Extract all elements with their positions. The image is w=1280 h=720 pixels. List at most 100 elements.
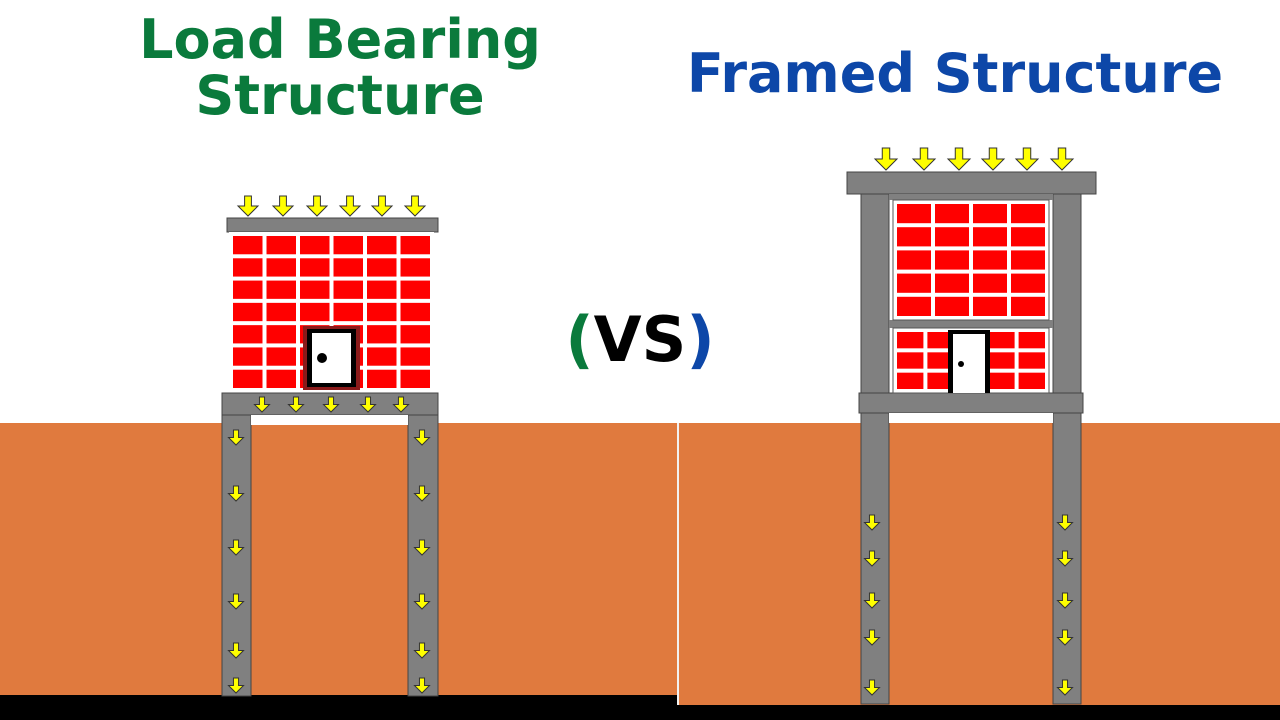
brick (1011, 204, 1045, 224)
ground-divider (677, 423, 679, 705)
down-arrow-icon (980, 147, 1006, 171)
down-arrow-icon (322, 396, 340, 413)
brick (233, 280, 263, 299)
brick (935, 273, 969, 293)
brick (1011, 227, 1045, 247)
down-arrow-icon (392, 396, 410, 413)
title-framed: Framed Structure (686, 42, 1224, 105)
brick (266, 369, 296, 388)
brick (927, 352, 954, 369)
down-arrow-icon (1056, 550, 1074, 567)
brick (935, 227, 969, 247)
down-arrow-icon (227, 539, 245, 556)
down-arrow-icon (227, 642, 245, 659)
brick (233, 325, 263, 344)
brick (897, 332, 924, 349)
brick (233, 258, 263, 277)
down-arrow-icon (946, 147, 972, 171)
brick (1011, 296, 1045, 316)
brick (233, 302, 263, 322)
brick (400, 369, 430, 388)
down-arrow-icon (338, 195, 362, 217)
brick (973, 273, 1007, 293)
column-left (860, 193, 890, 705)
brick (897, 352, 924, 369)
brick (367, 302, 397, 322)
brick (333, 258, 363, 277)
column-right (1052, 193, 1082, 705)
brick (1018, 372, 1045, 389)
brick (897, 204, 931, 224)
brick (973, 204, 1007, 224)
load-arrows (227, 147, 1075, 696)
brick (266, 280, 296, 299)
down-arrow-icon (1049, 147, 1075, 171)
brick (400, 236, 430, 255)
brick (1011, 273, 1045, 293)
brick (367, 369, 397, 388)
brick (897, 273, 931, 293)
brick (973, 227, 1007, 247)
down-arrow-icon (271, 195, 295, 217)
brick (333, 280, 363, 299)
down-arrow-icon (413, 539, 431, 556)
plinth-beam (858, 392, 1084, 414)
beam-top (889, 194, 1053, 200)
vs-open-paren: ( (565, 303, 594, 376)
plinth-gap (889, 413, 1053, 423)
brick (400, 258, 430, 277)
brick (973, 296, 1007, 316)
brick (333, 236, 363, 255)
brick (1018, 352, 1045, 369)
down-arrow-icon (236, 195, 260, 217)
down-arrow-icon (1056, 629, 1074, 646)
brick (233, 369, 263, 388)
brick (233, 347, 263, 366)
roof-slab (846, 171, 1097, 195)
framed-structure (846, 171, 1097, 705)
brick (300, 236, 330, 255)
down-arrow-icon (253, 396, 271, 413)
down-arrow-icon (1056, 679, 1074, 696)
brick (400, 302, 430, 322)
down-arrow-icon (370, 195, 394, 217)
brick (333, 302, 363, 322)
down-arrow-icon (863, 679, 881, 696)
down-arrow-icon (287, 396, 305, 413)
brick (266, 302, 296, 322)
brick (897, 250, 931, 270)
door-knob (958, 361, 964, 367)
beam-middle (889, 320, 1053, 328)
ground-line-right (678, 705, 1280, 720)
title-load-bearing: Load Bearing Structure (139, 8, 541, 127)
brick (927, 332, 954, 349)
brick (367, 258, 397, 277)
brick (988, 372, 1015, 389)
brick (400, 347, 430, 366)
down-arrow-icon (1056, 592, 1074, 609)
brick (897, 372, 924, 389)
roof-slab (226, 217, 439, 233)
brick (266, 236, 296, 255)
ground-soil (0, 423, 1280, 720)
foundation-gap (251, 415, 408, 425)
down-arrow-icon (305, 195, 329, 217)
vs-label: (VS) (560, 300, 720, 380)
down-arrow-icon (227, 677, 245, 694)
brick (400, 325, 430, 344)
brick (300, 302, 330, 322)
down-arrow-icon (227, 485, 245, 502)
down-arrow-icon (413, 642, 431, 659)
down-arrow-icon (413, 593, 431, 610)
down-arrow-icon (413, 429, 431, 446)
ground (0, 423, 1280, 720)
down-arrow-icon (1056, 514, 1074, 531)
ground-line-left (0, 695, 678, 720)
brick (1018, 332, 1045, 349)
down-arrow-icon (413, 485, 431, 502)
brick (266, 347, 296, 366)
down-arrow-icon (359, 396, 377, 413)
brick (367, 280, 397, 299)
brick (266, 258, 296, 277)
brick (935, 250, 969, 270)
